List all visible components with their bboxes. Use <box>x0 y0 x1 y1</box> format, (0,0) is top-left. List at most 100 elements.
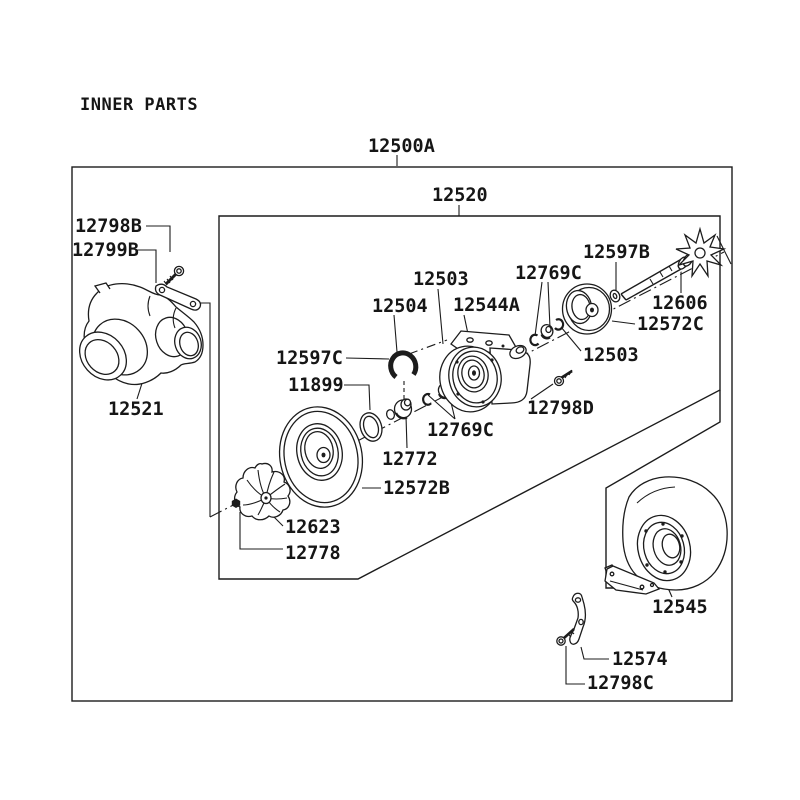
compressor-housing-12521-drawing <box>78 282 204 386</box>
bolt-12798B-drawing <box>163 265 185 286</box>
turbine-housing-12545-drawing-part-138 <box>649 582 655 588</box>
bearing-housing-12544A-drawing-part-95 <box>472 370 476 376</box>
o-ring-11899-drawing-part-68 <box>362 415 380 439</box>
compressor-housing-12521-drawing-part-41 <box>179 331 199 357</box>
assembly-code-label: 12500A <box>368 136 435 157</box>
turbine-shaft-12606-drawing <box>620 226 727 301</box>
part-label-12778: 12778 <box>285 543 341 564</box>
part-label-12574: 12574 <box>612 649 668 670</box>
seal-rings-row-drawing-part-109 <box>540 334 551 340</box>
bearing-housing-12544A-drawing-part-98 <box>481 400 485 404</box>
support-bracket-12574-drawing-part-152 <box>578 618 584 626</box>
turbine-housing-12545-drawing-part-148 <box>663 570 667 574</box>
turbine-housing-12545-drawing-part-147 <box>679 560 683 564</box>
bolt-12798C-drawing-part-155 <box>567 630 575 638</box>
collar-12772-drawing-part-70 <box>385 409 396 420</box>
bearing-housing-12544A-drawing-part-88 <box>515 346 525 354</box>
leader-12597C <box>345 357 390 360</box>
page-title: INNER PARTS <box>80 95 198 115</box>
bolt-12798B-drawing-part-51 <box>176 268 182 274</box>
seal-rings-12769C-lower-drawing-part-77 <box>422 392 432 406</box>
part-label-12606: 12606 <box>652 293 708 314</box>
leader-12778 <box>239 512 283 550</box>
part-label-12769C-lower: 12769C <box>427 420 494 441</box>
part-label-12799B: 12799B <box>72 240 139 261</box>
turbine-housing-12545-drawing-part-145 <box>661 522 665 526</box>
bearing-housing-12544A-drawing-part-96 <box>455 360 459 364</box>
support-bracket-12574-drawing-part-150 <box>569 592 587 645</box>
part-label-12597B: 12597B <box>583 242 650 263</box>
bearing-housing-12544A-drawing-part-85 <box>501 344 505 348</box>
compressor-housing-12521-drawing-part-35 <box>93 282 111 294</box>
seal-rings-row-drawing-part-106 <box>529 333 540 347</box>
turbine-housing-12545-drawing-part-135 <box>609 580 644 591</box>
part-label-12503-front: 12503 <box>413 269 469 290</box>
bearing-housing-12544A-drawing-part-99 <box>490 358 494 362</box>
o-ring-11899-drawing <box>359 412 383 442</box>
part-label-12521: 12521 <box>108 399 164 420</box>
seal-plate-12572B-drawing <box>278 406 364 508</box>
turbine-housing-12545-drawing-part-137 <box>639 584 645 590</box>
turbine-shaft-12606-drawing-part-122 <box>621 257 690 300</box>
leader-12574 <box>580 646 609 660</box>
leader-12769C-upper <box>534 281 551 337</box>
leader-12504 <box>393 314 398 353</box>
leader-12572C <box>611 320 636 325</box>
bracket-arm-12799B-drawing-part-46 <box>189 300 197 308</box>
collar-12772-drawing <box>385 398 413 420</box>
bearing-housing-12544A-drawing-part-83 <box>466 337 474 343</box>
collar-12772-drawing-part-72 <box>394 412 408 420</box>
part-label-12623: 12623 <box>285 517 341 538</box>
leader-12798C <box>565 646 585 685</box>
collar-12772-drawing-part-74 <box>403 398 412 407</box>
turbine-shaft-12606-drawing-part-123 <box>620 256 691 301</box>
lock-nut-12778-drawing <box>231 498 241 508</box>
part-label-12798C: 12798C <box>587 673 654 694</box>
compressor-housing-12521-drawing-part-38 <box>84 339 120 375</box>
turbine-shaft-12606-drawing-part-124 <box>649 265 673 285</box>
leader-12798D <box>530 383 554 400</box>
turbine-housing-12545-drawing-part-134 <box>604 565 661 595</box>
back-plate-12572C-drawing-part-117 <box>590 307 594 313</box>
back-plate-12572C-drawing <box>561 283 613 335</box>
part-label-12572B: 12572B <box>383 478 450 499</box>
part-label-12798D: 12798D <box>527 398 594 419</box>
part-label-12769C-upper: 12769C <box>515 263 582 284</box>
part-label-12597C: 12597C <box>276 348 343 369</box>
leader-11899 <box>344 384 371 411</box>
bolt-12798C-drawing-part-154 <box>563 628 575 639</box>
bracket-arm-12799B-drawing-part-45 <box>158 286 166 294</box>
outer-assembly-box <box>71 166 733 702</box>
turbine-housing-12545-drawing <box>604 476 728 595</box>
snap-ring-12597C-drawing <box>388 350 419 379</box>
leader-12503-front <box>437 288 444 345</box>
leader-12772 <box>405 415 408 449</box>
part-label-12503-rear: 12503 <box>583 345 639 366</box>
seal-plate-12572B-drawing-part-65 <box>321 452 326 458</box>
bolt-12798D-drawing <box>553 369 573 387</box>
bolt-12798D-drawing-part-102 <box>564 369 573 379</box>
leader-lines <box>136 225 682 685</box>
part-label-12545: 12545 <box>652 597 708 618</box>
bracket-arm-12799B-drawing-part-44 <box>154 283 202 311</box>
washer-12597B-drawing <box>609 289 621 303</box>
turbine-shaft-12606-drawing-part-128 <box>694 247 706 259</box>
part-label-12772: 12772 <box>382 449 438 470</box>
compressor-housing-12521-drawing-part-42 <box>147 295 177 329</box>
turbine-housing-12545-drawing-part-131 <box>636 486 676 504</box>
bolt-12798D-drawing-part-104 <box>556 378 562 384</box>
part-label-12544A: 12544A <box>453 295 520 316</box>
bolt-12798C-drawing <box>556 628 575 646</box>
leader-12503-rear <box>560 326 582 352</box>
leader-12544A <box>463 314 469 335</box>
turbine-housing-12545-drawing-part-146 <box>680 534 684 538</box>
bolt-12798C-drawing-part-157 <box>558 638 564 644</box>
support-bracket-12574-drawing <box>569 592 587 645</box>
part-label-12798B: 12798B <box>75 216 142 237</box>
part-label-12572C: 12572C <box>637 314 704 335</box>
compressor-wheel-12623-drawing <box>233 462 291 521</box>
blade-edge-line <box>716 235 732 265</box>
washer-12597B-drawing-part-120 <box>612 292 618 300</box>
leader-12798B <box>146 225 171 252</box>
